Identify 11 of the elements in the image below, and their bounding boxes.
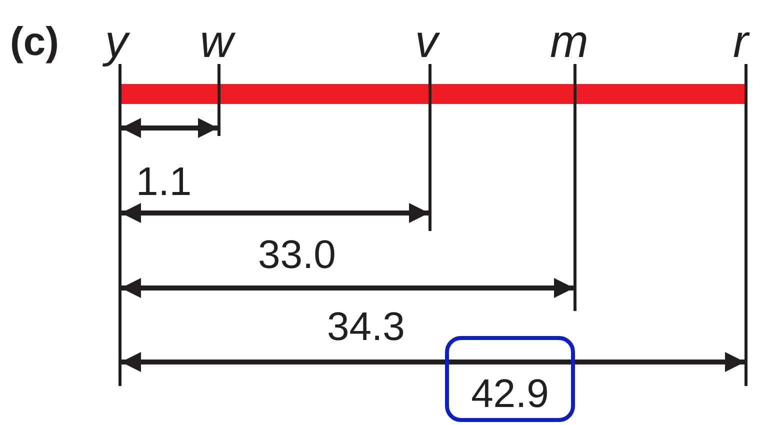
locus-label: w xyxy=(200,18,234,64)
locus-label: y xyxy=(105,18,128,64)
distance-label: 42.9 xyxy=(471,374,549,414)
panel-label: (c) xyxy=(10,22,59,62)
highlight-box xyxy=(445,336,575,422)
locus-label: r xyxy=(733,18,748,64)
locus-label: m xyxy=(550,18,588,64)
locus-label: v xyxy=(415,18,438,64)
distance-label: 34.3 xyxy=(327,307,405,347)
distance-label: 1.1 xyxy=(136,162,192,202)
distance-label: 33.0 xyxy=(258,235,336,275)
